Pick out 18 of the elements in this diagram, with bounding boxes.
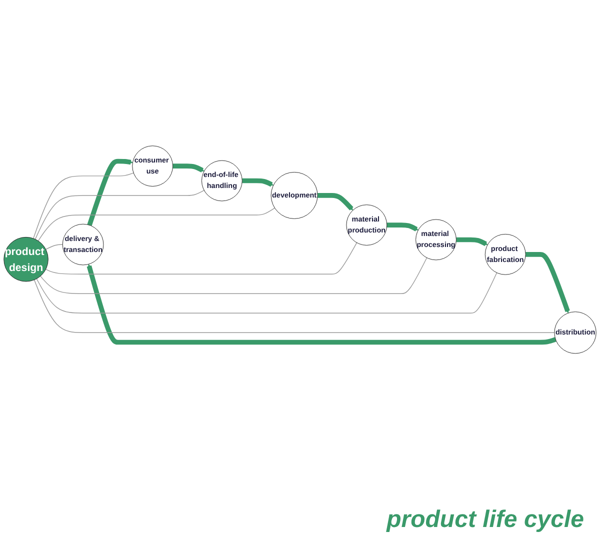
connector <box>45 242 358 275</box>
node-circle: product design <box>4 237 48 282</box>
cycle-label: product life cycle <box>386 506 584 534</box>
connector <box>34 190 204 240</box>
connector <box>34 280 555 334</box>
arrow <box>524 252 570 314</box>
connector <box>40 258 428 294</box>
arrow <box>455 238 488 246</box>
arrow <box>86 264 557 346</box>
arrow <box>386 222 418 232</box>
arrow <box>240 178 274 188</box>
connector <box>38 208 276 242</box>
arrow <box>87 159 133 226</box>
arrow <box>172 164 204 173</box>
connector <box>36 272 498 314</box>
arrow <box>316 193 354 211</box>
connector <box>33 172 134 240</box>
connector <box>45 244 63 250</box>
